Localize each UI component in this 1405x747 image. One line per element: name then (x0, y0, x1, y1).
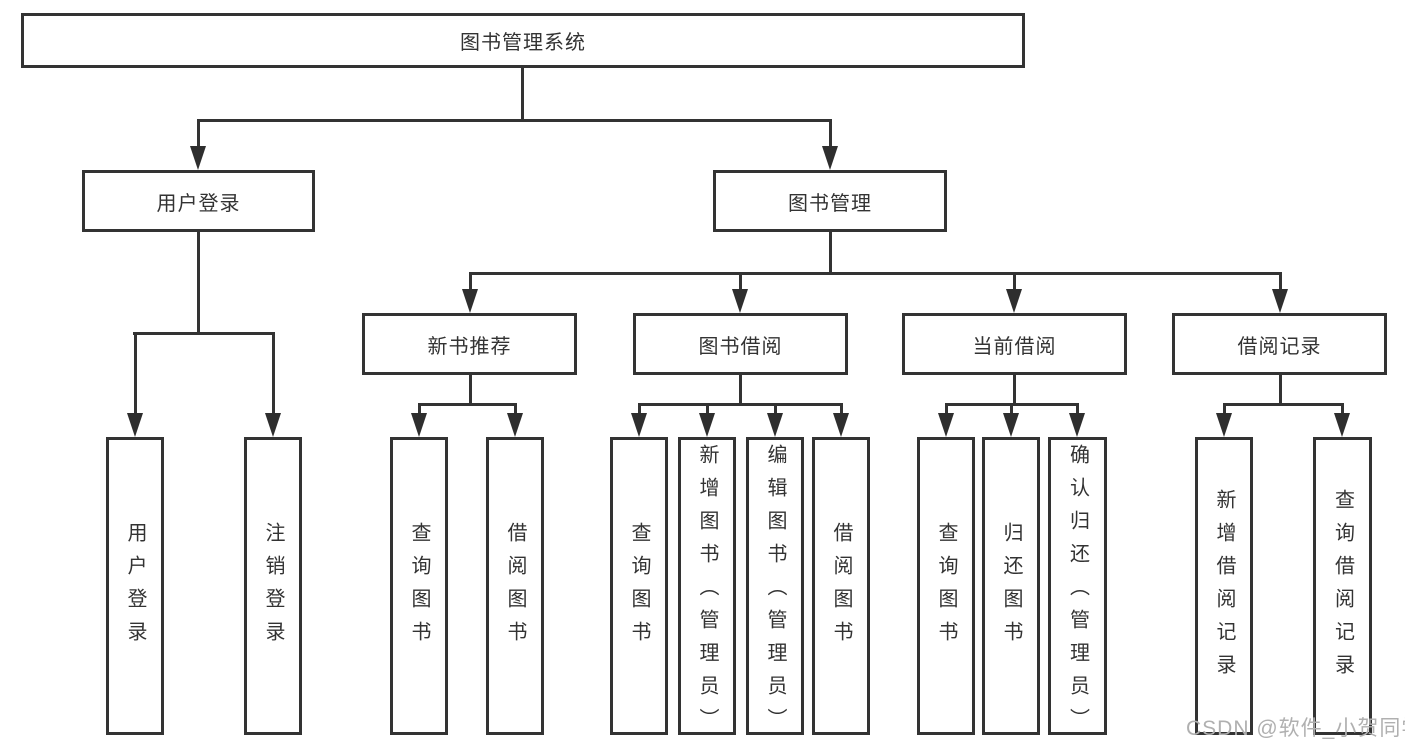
connector-stub-leaf (272, 332, 275, 416)
connector-stub-leaf (1223, 403, 1226, 416)
connector-root-horizontal (197, 119, 832, 122)
connector-stub-book-mgmt (829, 119, 832, 149)
connector-userlogin-down (197, 232, 200, 334)
connector-stub-borrowrecord (1279, 272, 1282, 292)
node-new-book-recommend: 新书推荐 (362, 313, 577, 375)
connector-stub-bookborrow (739, 272, 742, 292)
connector-stub-leaf (840, 403, 843, 416)
connector-newbook-down (469, 375, 472, 405)
arrowhead-down-icon (507, 413, 523, 437)
node-current-borrow: 当前借阅 (902, 313, 1127, 375)
arrowhead-down-icon (938, 413, 954, 437)
arrowhead-down-icon (411, 413, 427, 437)
arrowhead-down-icon (822, 146, 838, 170)
leaf-query-books: 查询图书 (390, 437, 448, 735)
arrowhead-down-icon (767, 413, 783, 437)
arrowhead-down-icon (1003, 413, 1019, 437)
arrowhead-down-icon (833, 413, 849, 437)
arrowhead-down-icon (1334, 413, 1350, 437)
leaf-add-books-admin: 新增图书（管理员） (678, 437, 736, 741)
connector-stub-leaf (418, 403, 421, 416)
leaf-query-borrow-record: 查询借阅记录 (1313, 437, 1372, 735)
leaf-logout: 注销登录 (244, 437, 302, 735)
connector-stub-leaf (774, 403, 777, 416)
connector-userlogin-horizontal (133, 332, 274, 335)
connector-bookborrow-horizontal (638, 403, 842, 406)
connector-stub-leaf (1010, 403, 1013, 416)
arrowhead-down-icon (190, 146, 206, 170)
connector-stub-currentborrow (1013, 272, 1016, 292)
arrowhead-down-icon (127, 413, 143, 437)
arrowhead-down-icon (1006, 289, 1022, 313)
leaf-borrow-books: 借阅图书 (486, 437, 544, 735)
connector-borrowrecord-down (1279, 375, 1282, 405)
leaf-confirm-return-admin: 确认归还（管理员） (1048, 437, 1107, 741)
arrowhead-down-icon (265, 413, 281, 437)
node-root-library-system: 图书管理系统 (21, 13, 1025, 68)
csdn-watermark: CSDN @软件_小贺同学 (1186, 717, 1405, 740)
connector-bookborrow-down (739, 375, 742, 405)
connector-bookmgmt-down (829, 232, 832, 274)
connector-stub-leaf (1076, 403, 1079, 416)
connector-stub-leaf (514, 403, 517, 416)
leaf-borrow-books: 借阅图书 (812, 437, 870, 735)
connector-currentborrow-down (1013, 375, 1016, 405)
connector-stub-leaf (134, 332, 137, 416)
connector-borrowrecord-horizontal (1223, 403, 1344, 406)
leaf-edit-books-admin: 编辑图书（管理员） (746, 437, 804, 741)
leaf-add-borrow-record: 新增借阅记录 (1195, 437, 1253, 735)
leaf-user-login: 用户登录 (106, 437, 164, 735)
arrowhead-down-icon (1216, 413, 1232, 437)
connector-stub-leaf (706, 403, 709, 416)
connector-bookmgmt-horizontal (469, 272, 1282, 275)
connector-stub-user-login (197, 119, 200, 149)
connector-stub-leaf (1341, 403, 1344, 416)
leaf-query-books: 查询图书 (917, 437, 975, 735)
node-user-login: 用户登录 (82, 170, 315, 232)
connector-stub-newbook (469, 272, 472, 292)
node-book-management: 图书管理 (713, 170, 947, 232)
arrowhead-down-icon (631, 413, 647, 437)
arrowhead-down-icon (732, 289, 748, 313)
connector-root-down (521, 68, 524, 121)
leaf-return-books: 归还图书 (982, 437, 1040, 735)
node-book-borrow: 图书借阅 (633, 313, 848, 375)
connector-stub-leaf (638, 403, 641, 416)
arrowhead-down-icon (462, 289, 478, 313)
arrowhead-down-icon (1272, 289, 1288, 313)
node-borrow-records: 借阅记录 (1172, 313, 1387, 375)
arrowhead-down-icon (699, 413, 715, 437)
connector-newbook-horizontal (418, 403, 516, 406)
leaf-query-books: 查询图书 (610, 437, 668, 735)
connector-stub-leaf (945, 403, 948, 416)
arrowhead-down-icon (1069, 413, 1085, 437)
